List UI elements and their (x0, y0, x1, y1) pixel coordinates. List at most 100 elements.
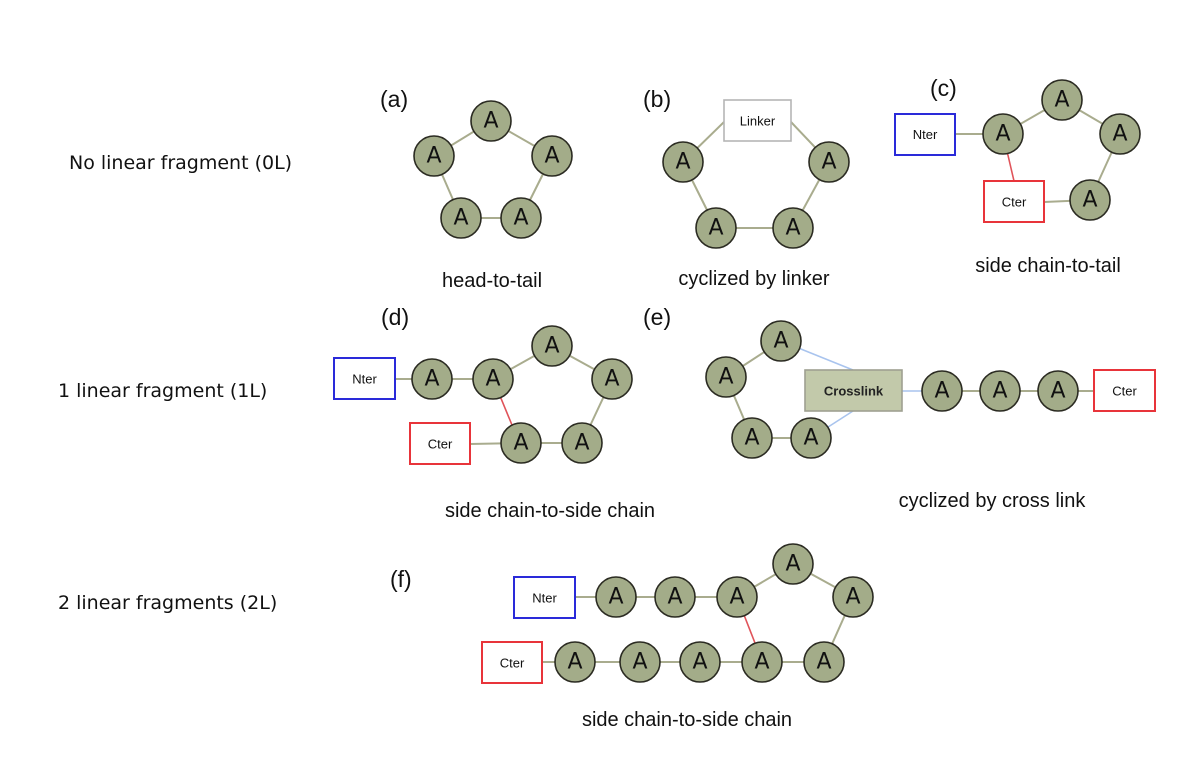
svg-text:A: A (803, 426, 818, 451)
residue-node: A (979, 370, 1021, 412)
panel-c-letter: (c) (930, 75, 957, 101)
residue-node: A (1099, 113, 1141, 155)
residue-node: A (790, 417, 832, 459)
residue-node: A (772, 207, 814, 249)
panel-a-letter: (a) (380, 86, 408, 112)
residue-node: A (472, 358, 514, 400)
panel-d-caption: side chain-to-side chain (445, 500, 655, 522)
crosslink-box (804, 369, 903, 412)
svg-text:A: A (513, 431, 528, 456)
residue-node: A (500, 197, 542, 239)
svg-text:A: A (1050, 379, 1065, 404)
cter-box (983, 180, 1045, 223)
svg-text:A: A (816, 650, 831, 675)
svg-text:A: A (544, 144, 559, 169)
svg-text:A: A (667, 585, 682, 610)
residue-node: A (662, 141, 704, 183)
residue-node: A (1037, 370, 1079, 412)
svg-text:A: A (934, 379, 949, 404)
svg-text:A: A (995, 122, 1010, 147)
panel-f-caption: side chain-to-side chain (582, 709, 792, 731)
residue-node: A (500, 422, 542, 464)
residue-node: A (561, 422, 603, 464)
panel-c-caption: side chain-to-tail (975, 255, 1121, 277)
svg-text:A: A (785, 552, 800, 577)
residue-node: A (679, 641, 721, 683)
panel-d-letter: (d) (381, 304, 409, 330)
residue-node: A (705, 356, 747, 398)
svg-text:A: A (453, 206, 468, 231)
residue-node: A (808, 141, 850, 183)
nter-label: Nter (913, 127, 938, 142)
residue-node: A (760, 320, 802, 362)
cter-label: Cter (1002, 195, 1027, 210)
row-label-1L: 1 linear fragment (1L) (58, 380, 267, 402)
svg-text:A: A (567, 650, 582, 675)
svg-text:A: A (754, 650, 769, 675)
residue-node: A (741, 641, 783, 683)
nter-label: Nter (532, 591, 557, 606)
cter-box (1093, 369, 1156, 412)
panel-a: (a) A A A A A head-to-tail (380, 86, 573, 292)
svg-text:A: A (785, 216, 800, 241)
residue-node: A (470, 100, 512, 142)
svg-text:A: A (544, 334, 559, 359)
svg-text:A: A (675, 150, 690, 175)
svg-text:A: A (483, 109, 498, 134)
nter-box (513, 576, 576, 619)
residue-node: A (1041, 79, 1083, 121)
svg-text:A: A (1082, 188, 1097, 213)
svg-text:A: A (632, 650, 647, 675)
residue-node: A (595, 576, 637, 618)
svg-text:A: A (718, 365, 733, 390)
panel-e-letter: (e) (643, 304, 671, 330)
residue-node: A (832, 576, 874, 618)
cter-label: Cter (500, 656, 525, 671)
svg-text:A: A (426, 144, 441, 169)
svg-text:A: A (485, 367, 500, 392)
panel-a-caption: head-to-tail (442, 270, 542, 292)
svg-text:A: A (744, 426, 759, 451)
panel-e-caption: cyclized by cross link (899, 490, 1087, 512)
residue-node: A (531, 135, 573, 177)
svg-text:A: A (604, 367, 619, 392)
cter-label: Cter (428, 437, 453, 452)
cter-label: Cter (1112, 384, 1137, 399)
panel-d: (d) Nter Cter A A A A A A side chain-to-… (333, 304, 655, 522)
residue-node: A (695, 207, 737, 249)
svg-text:A: A (574, 431, 589, 456)
residue-node: A (731, 417, 773, 459)
panel-f-letter: (f) (390, 566, 412, 592)
residue-node: A (982, 113, 1024, 155)
svg-text:A: A (424, 367, 439, 392)
panel-b: (b) Linker A A A A cyclized by linker (643, 86, 850, 290)
nter-box (894, 113, 956, 156)
svg-text:A: A (1054, 88, 1069, 113)
svg-text:A: A (513, 206, 528, 231)
residue-node: A (1069, 179, 1111, 221)
residue-node: A (413, 135, 455, 177)
row-label-2L: 2 linear fragments (2L) (58, 592, 277, 614)
svg-text:A: A (608, 585, 623, 610)
svg-text:A: A (992, 379, 1007, 404)
panel-c: (c) Nter Cter A A A A side chain-to-tail (894, 75, 1141, 277)
svg-text:A: A (692, 650, 707, 675)
svg-text:A: A (845, 585, 860, 610)
residue-node: A (411, 358, 453, 400)
residue-node: A (716, 576, 758, 618)
residue-node: A (619, 641, 661, 683)
residue-node: A (440, 197, 482, 239)
row-label-0L: No linear fragment (0L) (69, 152, 292, 174)
panel-b-letter: (b) (643, 86, 671, 112)
nter-label: Nter (352, 372, 377, 387)
residue-node: A (591, 358, 633, 400)
residue-node: A (554, 641, 596, 683)
nter-box (333, 357, 396, 400)
linker-box (723, 99, 792, 142)
residue-node: A (654, 576, 696, 618)
residue-node: A (772, 543, 814, 585)
crosslink-label: Crosslink (824, 384, 884, 399)
panel-f: (f) Nter Cter A A A A A A A A A A side c… (390, 543, 874, 731)
cter-box (481, 641, 543, 684)
